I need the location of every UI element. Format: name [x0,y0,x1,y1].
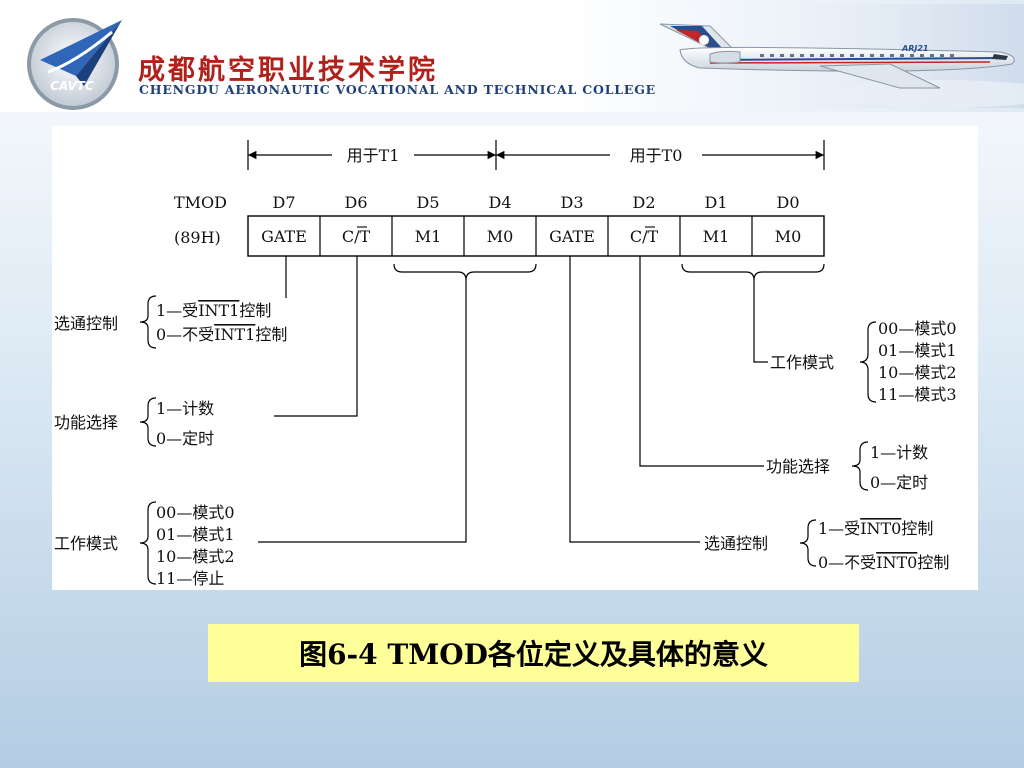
college-logo: CAVTC [27,18,122,110]
brace-left-mode [139,501,157,585]
left-gate-option-1: 1—受INT1控制 [156,301,271,320]
left-gate-title: 选通控制 [54,314,118,333]
left-func-option-1: 1—计数 [156,399,214,418]
connector-t0-ct [639,256,764,467]
brace-right-mode [859,321,877,403]
brace-left-gate [139,295,157,349]
left-gate-option-0: 0—不受INT1控制 [156,325,287,344]
airplane-illustration: ARJ21 [640,4,1024,108]
figure-caption: 图6-4 TMOD各位定义及具体的意义 [208,624,859,682]
right-gate-title: 选通控制 [704,534,768,553]
bit-label-d1: D1 [704,193,727,212]
bit-label-d4: D4 [488,193,511,212]
tmod-diagram: 用于T1 用于T0 TMOD (89H) D7 D6 D5 D4 D3 D2 D… [52,126,978,590]
connector-t1-ct [274,256,358,417]
cell-d7-gate: GATE [261,227,307,246]
bit-label-d0: D0 [776,193,799,212]
brace-t0-mode [681,263,825,281]
left-mode-title: 工作模式 [54,534,118,553]
college-name-en: CHENGDU AERONAUTIC VOCATIONAL AND TECHNI… [139,82,657,97]
college-header: CAVTC 成都航空职业技术学院 CHENGDU AERONAUTIC VOCA… [0,0,1024,112]
brace-left-func [139,397,157,447]
bit-label-d6: D6 [344,193,367,212]
left-mode-option: 01—模式1 [156,525,235,544]
paper-plane-icon [40,20,122,76]
right-mode-option: 10—模式2 [878,363,957,382]
college-name-cn: 成都航空职业技术学院 [138,55,438,86]
connector-t0-mode [753,280,768,363]
bit-label-d3: D3 [560,193,583,212]
register-name: TMOD [174,193,227,212]
right-mode-option: 11—模式3 [878,385,957,404]
cell-d3-gate: GATE [549,227,595,246]
right-gate-option-1: 1—受INT0控制 [818,519,933,538]
bit-label-d2: D2 [632,193,655,212]
right-gate-option-0: 0—不受INT0控制 [818,553,949,572]
right-func-title: 功能选择 [766,457,830,476]
span-label-t1: 用于T1 [347,146,400,165]
plane-marking: ARJ21 [901,44,928,53]
right-mode-title: 工作模式 [770,353,834,372]
bit-label-d7: D7 [272,193,295,212]
brace-right-gate [799,519,817,567]
cell-d0-m0: M0 [775,227,802,246]
cell-d5-m1: M1 [415,227,442,246]
span-label-t0: 用于T0 [630,146,683,165]
brace-right-func [851,441,869,491]
right-func-option-0: 0—定时 [870,473,928,492]
left-func-option-0: 0—定时 [156,429,214,448]
register-address: (89H) [174,228,221,247]
bit-label-d5: D5 [416,193,439,212]
left-mode-option: 10—模式2 [156,547,235,566]
right-func-option-1: 1—计数 [870,443,928,462]
brace-t1-mode [393,263,537,281]
right-mode-option: 00—模式0 [878,319,957,338]
cell-d6-ct: C/T [342,227,371,246]
connector-t0-gate [569,256,700,543]
left-func-title: 功能选择 [54,413,118,432]
cell-d1-m1: M1 [703,227,730,246]
right-mode-option: 01—模式1 [878,341,957,360]
cell-d2-ct: C/T [630,227,659,246]
connector-t1-mode [258,280,467,543]
cell-d4-m0: M0 [487,227,514,246]
tmod-diagram-svg: 用于T1 用于T0 TMOD (89H) D7 D6 D5 D4 D3 D2 D… [54,140,957,588]
left-mode-option: 00—模式0 [156,503,235,522]
logo-text: CAVTC [50,79,94,93]
left-mode-option: 11—停止 [156,569,224,588]
